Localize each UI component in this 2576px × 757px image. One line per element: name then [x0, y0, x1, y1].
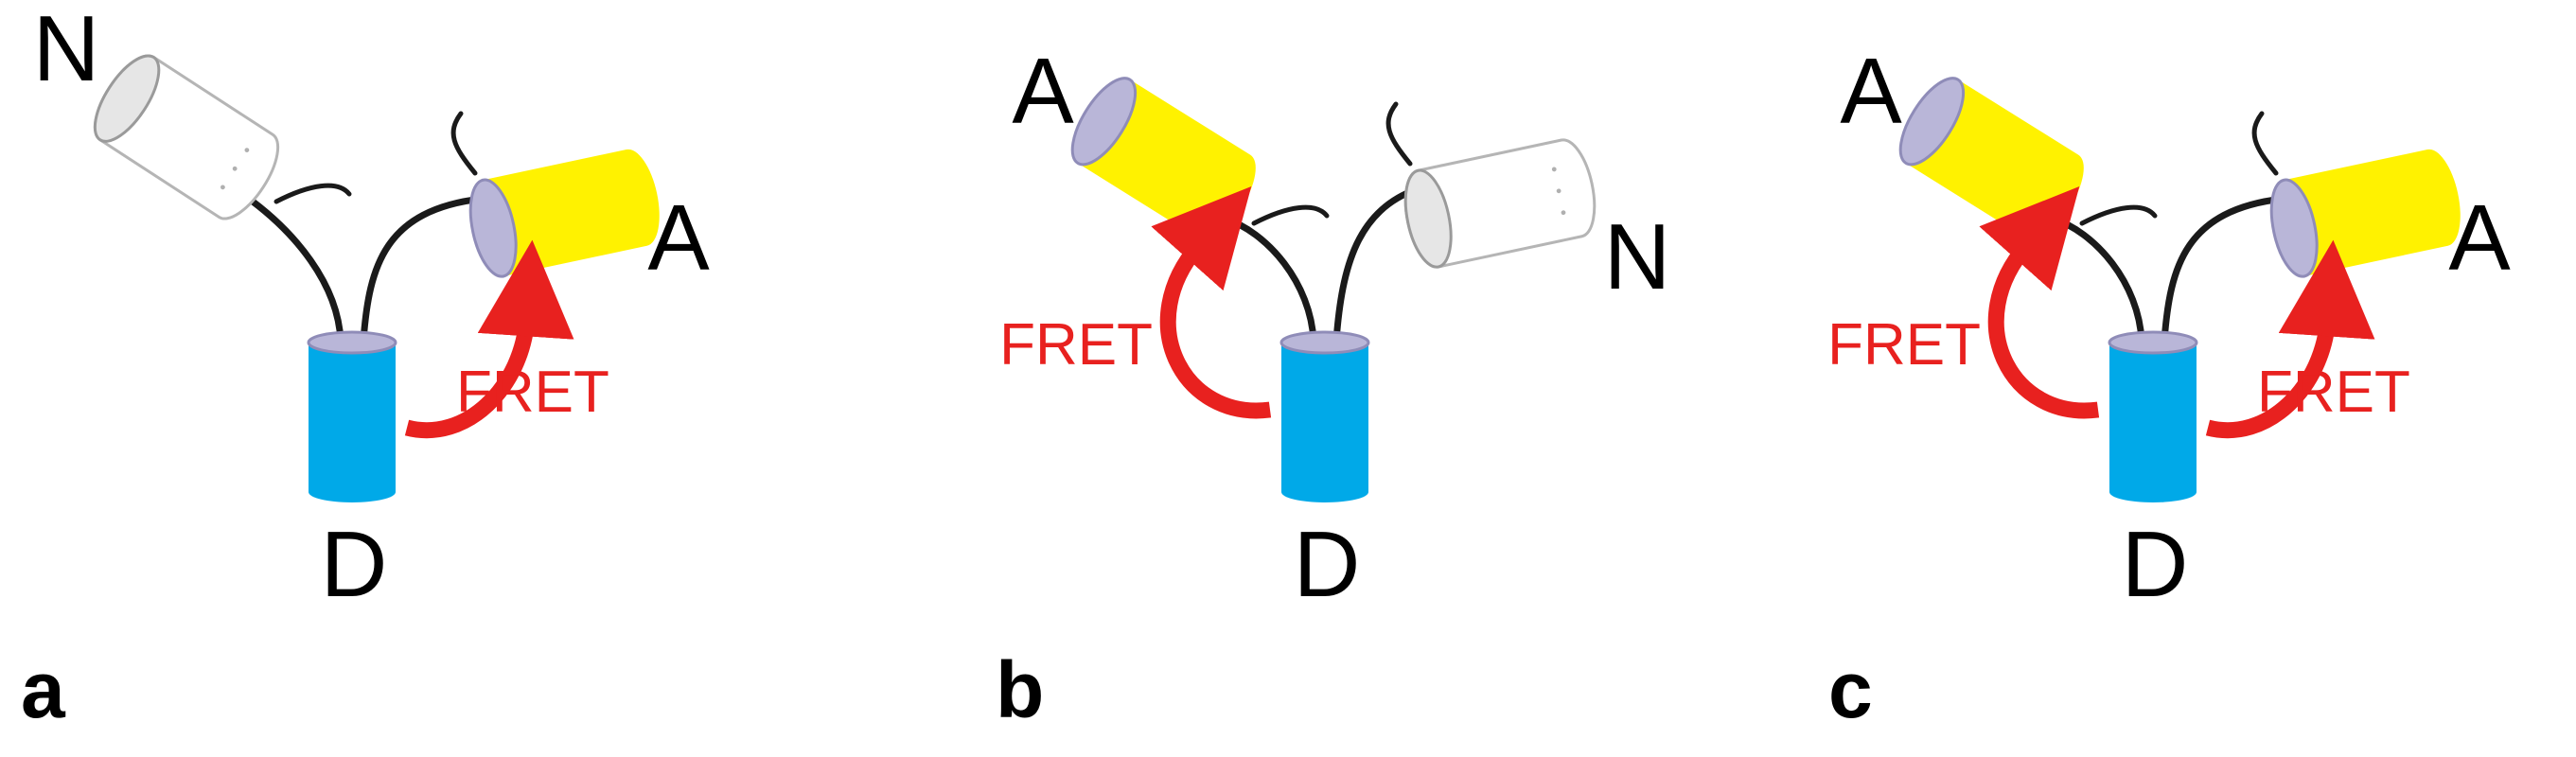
panel-a: N A D FRET a — [21, 0, 710, 734]
fret-arrow-shaft — [1979, 185, 2100, 419]
fret-arrow-right: FRET — [404, 239, 609, 439]
panels: N A D FRET a A N D FRET b A A D FRET FRET c — [21, 0, 2511, 734]
donor-cylinder-body — [2109, 343, 2197, 502]
left-dye-label: A — [1840, 39, 1902, 143]
tether-left — [1251, 204, 1330, 226]
fret-label: FRET — [1827, 312, 1981, 378]
donor-cylinder-cap — [307, 330, 397, 355]
fret-arrow-left: FRET — [1827, 185, 2100, 419]
fret-arrow-right: FRET — [2205, 239, 2410, 439]
linker-right — [2161, 195, 2286, 344]
tether-right — [2251, 111, 2279, 176]
linker-left — [241, 192, 344, 344]
panel-label: c — [1828, 645, 1873, 734]
right-dye-label: N — [1604, 204, 1671, 308]
donor-cylinder — [1279, 330, 1370, 502]
left-dye-label: A — [1012, 39, 1074, 143]
left-dye-null-dot — [221, 185, 225, 190]
donor-cylinder-body — [1281, 343, 1368, 502]
fret-arrow-shaft — [1151, 185, 1272, 419]
right-dye-null-dot — [1556, 188, 1561, 194]
left-dye-null-dot — [232, 166, 238, 171]
panel-c: A A D FRET FRET c — [1827, 39, 2511, 734]
left-dye-label: N — [33, 0, 100, 100]
donor-cylinder-body — [309, 343, 396, 502]
donor-cylinder — [307, 330, 397, 502]
fret-label: FRET — [2257, 360, 2410, 425]
right-dye-null — [1403, 138, 1597, 269]
fret-arrow-shaft — [2205, 239, 2375, 439]
right-dye-acceptor — [468, 149, 660, 278]
donor-label: D — [2122, 512, 2189, 616]
panel-b: A N D FRET b — [996, 39, 1670, 734]
panel-label: b — [996, 645, 1044, 734]
right-dye-null-cap — [1403, 168, 1453, 269]
linker-right — [1332, 185, 1420, 344]
fret-label: FRET — [999, 312, 1153, 378]
donor-cylinder-cap — [1279, 330, 1370, 355]
fret-arrow-left: FRET — [999, 185, 1272, 419]
right-dye-null-dot — [1561, 210, 1566, 216]
tether-left — [2079, 204, 2158, 226]
tether-left — [273, 183, 352, 204]
left-dye-null-dot — [244, 148, 250, 152]
panel-label: a — [21, 645, 66, 734]
tether-right — [450, 111, 478, 176]
left-dye-acceptor-cap — [1070, 77, 1138, 167]
right-dye-label: A — [647, 185, 710, 290]
linker-left — [2047, 214, 2145, 344]
fret-arrow-shaft — [404, 239, 574, 439]
donor-cylinder-cap — [2108, 330, 2198, 355]
donor-label: D — [321, 512, 388, 616]
linker-left — [1219, 214, 1317, 344]
right-dye-acceptor — [2269, 149, 2461, 278]
tether-right — [1385, 101, 1413, 167]
donor-label: D — [1294, 512, 1361, 616]
left-dye-acceptor-cap — [1898, 77, 1966, 167]
right-dye-label: A — [2448, 185, 2511, 290]
fret-label: FRET — [456, 360, 609, 425]
right-dye-null-dot — [1551, 167, 1557, 172]
left-dye-null — [93, 54, 280, 220]
donor-cylinder — [2108, 330, 2198, 502]
linker-right — [360, 195, 485, 344]
